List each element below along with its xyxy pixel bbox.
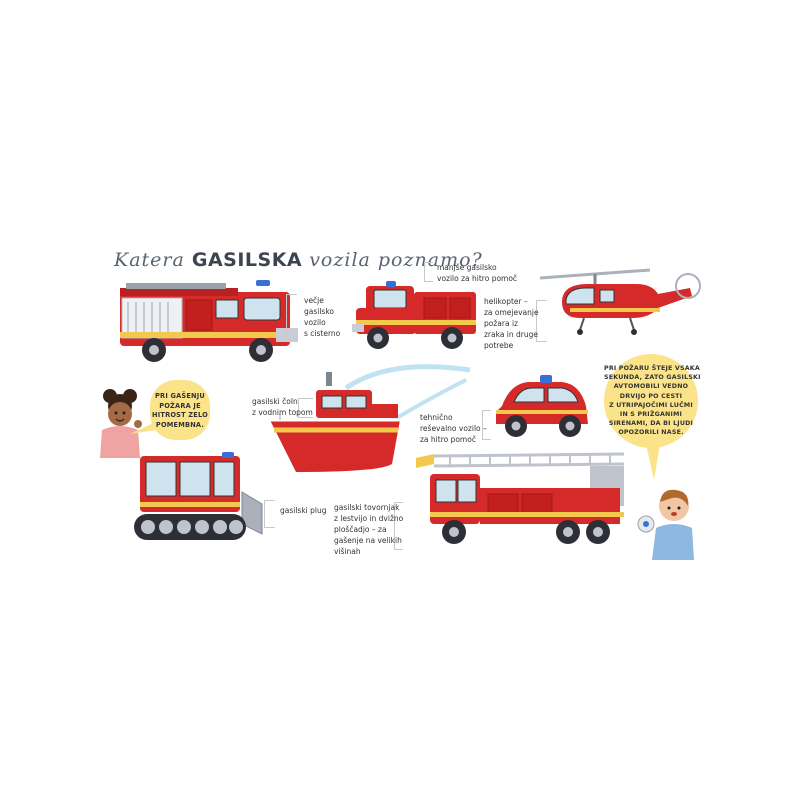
boat-label-line: gasilski čoln	[252, 397, 298, 406]
rescue-car-illustration	[496, 375, 588, 437]
rescue-car-label-line: tehnično	[420, 413, 453, 422]
helicopter-label-line: helikopter –	[484, 297, 528, 306]
plow-label-line: gasilski plug	[280, 506, 327, 515]
left-bubble-line: PRI GAŠENJU	[155, 392, 205, 400]
plow-label: gasilski plug	[280, 505, 327, 516]
tanker-label: večje gasilsko vozilo s cisterno	[304, 295, 340, 339]
helicopter-label-line: potrebe	[484, 341, 514, 350]
right-bubble-line: SEKUNDA, ZATO GASILSKI	[604, 374, 701, 382]
rescue-car-label-line: za hitro pomoč	[420, 435, 476, 444]
right-bubble-line: AVTOMOBILI VEDNO	[613, 383, 689, 391]
ladder-truck-illustration	[416, 452, 625, 544]
ladder-label-line: ploščadjo – za	[334, 525, 387, 534]
helicopter-label-line: požara iz	[484, 319, 518, 328]
helicopter-illustration	[539, 268, 701, 335]
ladder-label-line: višinah	[334, 547, 361, 556]
small-truck-label-line: manjše gasilsko	[437, 263, 497, 272]
tanker-label-line: gasilsko	[304, 307, 335, 316]
boat-callout-line	[298, 398, 313, 418]
tanker-truck-illustration	[120, 280, 298, 362]
helicopter-label-line: za omejevanje	[484, 308, 539, 317]
ladder-label: gasilski tovornjak z lestvijo in dvižno …	[334, 502, 403, 557]
small-truck-callout-line	[424, 262, 433, 282]
right-bubble-line: IN S PRIŽGANIMI	[619, 411, 683, 419]
tanker-label-line: s cisterno	[304, 329, 341, 338]
left-bubble-line: POMEMBNA.	[155, 420, 205, 429]
left-bubble-line: HITROST ZELO	[152, 411, 208, 419]
fire-plow-illustration	[134, 452, 263, 540]
small-truck-label: manjše gasilsko vozilo za hitro pomoč	[437, 262, 517, 284]
boat-label: gasilski čoln z vodnim topom	[252, 396, 313, 418]
right-speech-bubble: PRI POŽARU ŠTEJE VSAKA SEKUNDA, ZATO GAS…	[604, 354, 701, 448]
helicopter-label-line: zraka in druge	[484, 330, 539, 339]
rescue-car-callout-line	[482, 410, 491, 440]
left-speech-bubble: PRI GAŠENJU POŽARA JE HITROST ZELO POMEM…	[150, 380, 210, 440]
right-bubble-line: DRVIJO PO CESTI	[619, 392, 683, 400]
rescue-car-label-line: reševalno vozilo –	[420, 424, 487, 433]
helicopter-label: helikopter – za omejevanje požara iz zra…	[484, 296, 539, 351]
small-fire-truck-illustration	[352, 281, 476, 349]
small-truck-label-line: vozilo za hitro pomoč	[437, 274, 518, 283]
plow-callout-line	[264, 500, 275, 528]
ladder-label-line: gasilski tovornjak	[334, 503, 400, 512]
right-bubble-line: PRI POŽARU ŠTEJE VSAKA	[604, 365, 700, 372]
tanker-label-line: večje	[304, 296, 324, 305]
right-bubble-line: OPOZORILI NASE.	[618, 429, 684, 437]
page-title: Katera GASILSKA vozila poznamo?	[114, 249, 483, 271]
rescue-car-label: tehnično reševalno vozilo – za hitro pom…	[420, 412, 487, 445]
ladder-callout-line	[394, 502, 403, 550]
title-part-2: GASILSKA	[191, 249, 303, 271]
ladder-label-line: gašenje na velikih	[334, 536, 402, 545]
boat-label-line: z vodnim topom	[252, 408, 313, 417]
tanker-label-line: vozilo	[304, 318, 326, 327]
title-part-3: vozila poznamo?	[309, 249, 483, 271]
title-part-1: Katera	[114, 249, 185, 271]
right-bubble-tail	[646, 444, 660, 480]
helicopter-callout-line	[536, 300, 547, 342]
boy-illustration	[637, 489, 694, 560]
right-bubble-line: SIRENAMI, DA BI LJUDI	[608, 420, 694, 428]
right-bubble-line: Z UTRIPAJOČIMI LUČMI	[609, 401, 693, 409]
fire-boat-illustration	[270, 364, 471, 472]
tanker-callout-line	[286, 294, 297, 340]
left-bubble-line: POŽARA JE	[159, 401, 201, 410]
ladder-label-line: z lestvijo in dvižno	[334, 514, 404, 523]
